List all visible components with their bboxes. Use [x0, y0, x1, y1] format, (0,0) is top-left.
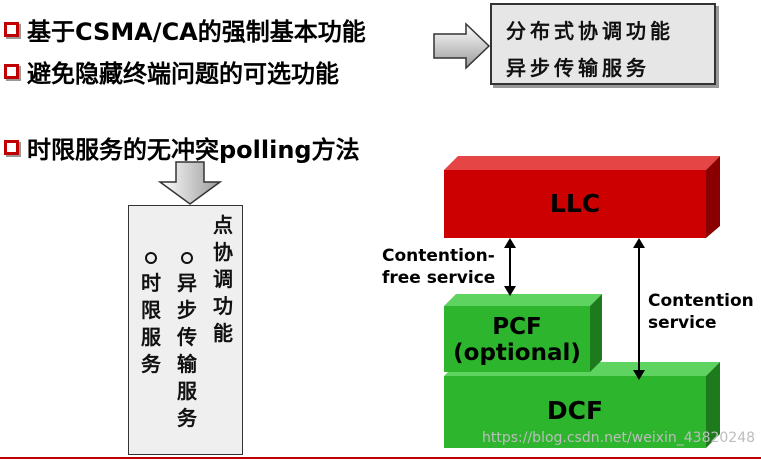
- double-headed-arrow-icon: [633, 238, 645, 380]
- bullet-item-csma: 基于CSMA/CA的强制基本功能: [4, 12, 366, 47]
- pcf-title-column: 点 协 调 功 能: [213, 212, 233, 347]
- bullet-text: 避免隐藏终端问题的可选功能: [27, 60, 339, 88]
- hollow-circle-icon: [181, 252, 193, 264]
- bullet-item-hidden-terminal: 避免隐藏终端问题的可选功能: [4, 54, 339, 89]
- vertical-char: 时: [141, 271, 161, 295]
- pcf-label-line2: (optional): [453, 340, 581, 366]
- vertical-char: 能: [213, 321, 233, 345]
- vertical-char: 异: [177, 271, 197, 295]
- time-bounded-service-column: 时 限 服 务: [141, 252, 161, 378]
- dcf-description-line1: 分布式协调功能: [506, 19, 674, 43]
- vertical-char: 调: [213, 267, 233, 291]
- pcf-block: [444, 294, 602, 372]
- double-headed-arrow-icon: [504, 238, 516, 296]
- llc-label: LLC: [549, 189, 601, 218]
- dcf-label: DCF: [546, 396, 604, 425]
- bullet-item-polling: 时限服务的无冲突polling方法: [4, 130, 360, 165]
- vertical-char: 限: [141, 298, 161, 322]
- dcf-description-line2: 异步传输服务: [506, 56, 650, 80]
- contention-line2: service: [648, 313, 717, 333]
- contention-free-line1: Contention-: [382, 246, 495, 266]
- pcf-label: PCF (optional): [444, 314, 590, 366]
- vertical-char: 服: [177, 379, 197, 403]
- vertical-char: 点: [213, 213, 233, 237]
- vertical-char: 协: [213, 240, 233, 264]
- vertical-char: 功: [213, 294, 233, 318]
- bottom-divider: [0, 457, 761, 459]
- vertical-char: 输: [177, 352, 197, 376]
- contention-free-line2: free service: [382, 268, 496, 288]
- contention-free-service-label: Contention- free service: [382, 245, 495, 289]
- contention-service-label: Contention service: [648, 290, 754, 334]
- vertical-char: 务: [141, 352, 161, 376]
- hollow-square-icon: [4, 64, 19, 79]
- block-arrow-down-icon: [158, 161, 222, 205]
- async-service-column: 异 步 传 输 服 务: [177, 252, 197, 432]
- hollow-circle-icon: [145, 252, 157, 264]
- watermark-text: https://blog.csdn.net/weixin_43820248: [482, 430, 756, 446]
- vertical-char: 传: [177, 325, 197, 349]
- hollow-square-icon: [4, 140, 19, 155]
- hollow-square-icon: [4, 22, 19, 37]
- bullet-text: 基于CSMA/CA的强制基本功能: [27, 18, 366, 46]
- vertical-char: 步: [177, 298, 197, 322]
- llc-block: [444, 156, 720, 238]
- vertical-char: 服: [141, 325, 161, 349]
- bullet-text: 时限服务的无冲突polling方法: [27, 136, 360, 164]
- pcf-label-line1: PCF: [492, 314, 542, 340]
- contention-line1: Contention: [648, 291, 754, 311]
- dcf-description-box: 分布式协调功能 异步传输服务: [490, 3, 716, 85]
- block-arrow-right-icon: [433, 22, 491, 70]
- pcf-description-box: 点 协 调 功 能 异 步 传 输 服 务 时 限 服 务: [128, 205, 243, 455]
- vertical-char: 务: [177, 406, 197, 430]
